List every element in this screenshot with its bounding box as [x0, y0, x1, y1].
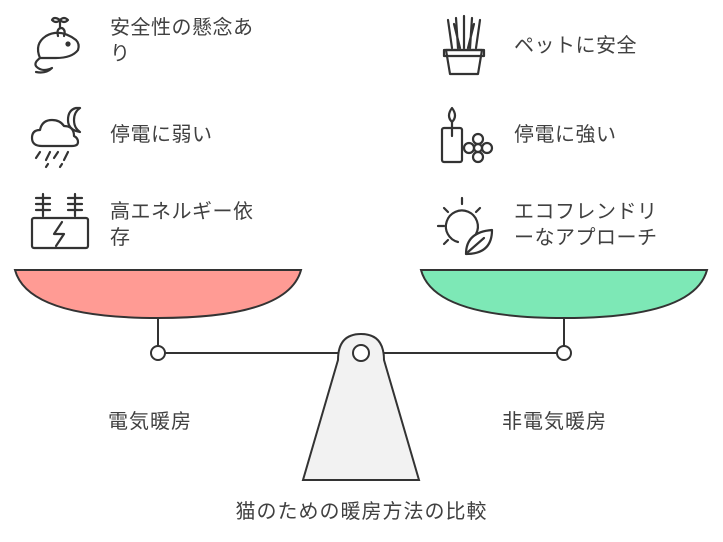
left-item-1-line1: 安全性の懸念あ: [110, 15, 254, 39]
right-item-1-line1: ペットに安全: [514, 33, 637, 57]
left-item-3-line2: 存: [110, 225, 131, 249]
storm-night-icon: [30, 106, 82, 169]
right-item-3-line1: エコフレンドリ: [514, 199, 658, 223]
right-pan: [419, 269, 709, 320]
left-item-2-line1: 停電に弱い: [110, 122, 213, 146]
right-item-1-text: ペットに安全: [514, 32, 637, 58]
right-side-label: 非電気暖房: [502, 409, 607, 433]
left-item-3-line1: 高エネルギー依: [110, 199, 254, 223]
mouse-icon: [34, 16, 80, 74]
left-side-label: 電気暖房: [108, 409, 192, 433]
power-station-icon: [30, 192, 90, 250]
right-item-3-text: エコフレンドリ ーなアプローチ: [514, 198, 658, 250]
left-joint: [150, 345, 166, 361]
left-pan: [13, 269, 303, 320]
sun-leaf-icon: [436, 196, 494, 256]
candle-flower-icon: [440, 106, 494, 164]
fulcrum-pivot: [352, 344, 370, 362]
left-item-2-text: 停電に弱い: [110, 121, 213, 147]
left-item-1-line2: り: [110, 41, 131, 65]
right-joint: [556, 345, 572, 361]
left-item-3-text: 高エネルギー依 存: [110, 198, 254, 250]
diagram-caption: 猫のための暖房方法の比較: [235, 499, 488, 523]
right-item-2-line1: 停電に強い: [514, 122, 617, 146]
plant-pot-icon: [442, 14, 486, 76]
fulcrum: [301, 332, 421, 481]
left-item-1-text: 安全性の懸念あ り: [110, 14, 254, 66]
right-item-2-text: 停電に強い: [514, 121, 617, 147]
right-item-3-line2: ーなアプローチ: [514, 225, 658, 249]
